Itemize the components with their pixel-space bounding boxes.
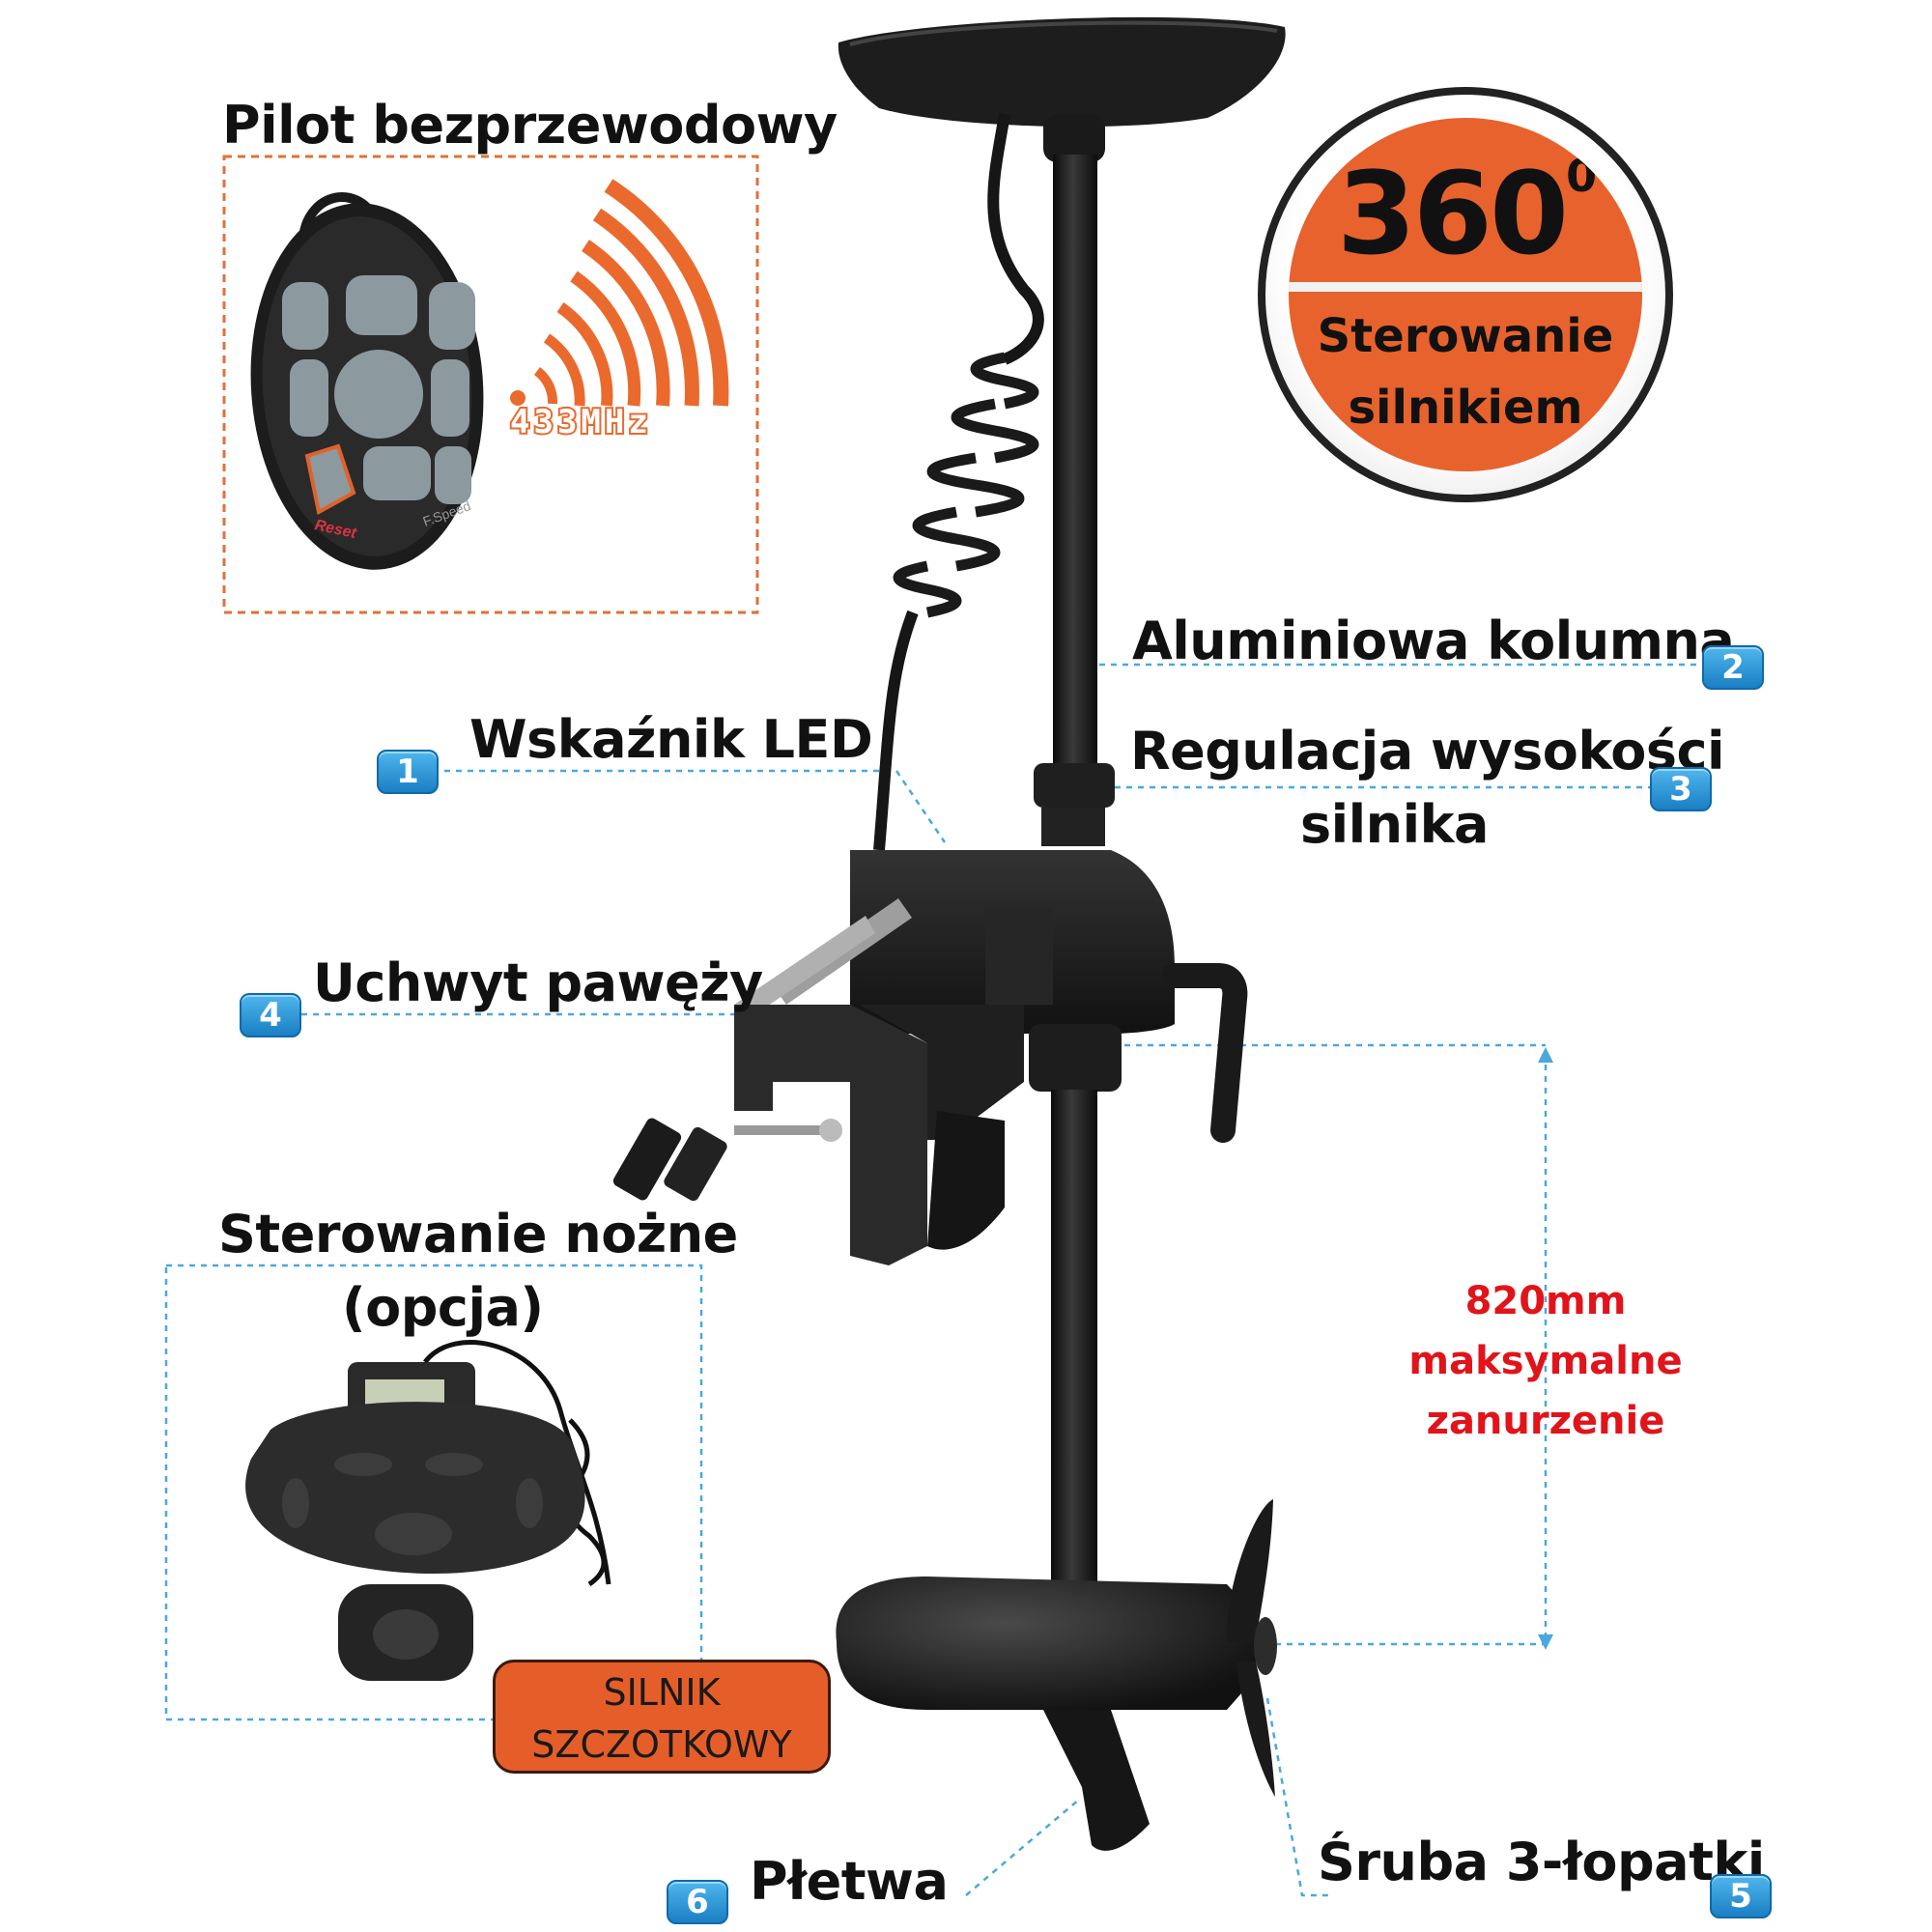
foot-control-label-2: (opcja) bbox=[342, 1277, 544, 1338]
depth-arrow-bottom bbox=[1538, 1634, 1553, 1650]
motor-line-2: SZCZOTKOWY bbox=[531, 1723, 792, 1766]
column-label: Aluminiowa kolumna bbox=[1132, 611, 1735, 671]
depth-line-1: 820mm bbox=[1464, 1279, 1627, 1323]
seal-divider bbox=[1289, 282, 1642, 292]
signal-waves-icon bbox=[510, 179, 729, 407]
height-adjust-label-1: Regulacja wysokości bbox=[1130, 721, 1725, 781]
badge-1: 1 bbox=[377, 750, 439, 794]
frequency-label: 433MHz bbox=[510, 403, 652, 441]
steering-line-1: Sterowanie bbox=[1317, 309, 1614, 363]
degrees-value: 360 bbox=[1336, 147, 1569, 280]
steering-degrees: 3600 bbox=[1289, 147, 1642, 280]
steering-360-seal: 3600 Sterowanie silnikiem bbox=[1258, 87, 1673, 502]
transom-mount-label: Uchwyt pawęży bbox=[313, 952, 763, 1013]
led-indicator-label: Wskaźnik LED bbox=[469, 709, 873, 770]
trolling-motor bbox=[612, 16, 1286, 1851]
badge-2: 2 bbox=[1702, 645, 1764, 690]
fin-label: Płetwa bbox=[750, 1851, 949, 1912]
depth-arrow-top bbox=[1538, 1047, 1553, 1063]
wireless-remote bbox=[250, 192, 484, 570]
depth-line-2: maksymalne bbox=[1408, 1339, 1683, 1383]
remote-title: Pilot bezprzewodowy bbox=[222, 95, 838, 156]
foot-pedal bbox=[245, 1340, 611, 1681]
steering-line-2: silnikiem bbox=[1348, 381, 1583, 435]
badge-5: 5 bbox=[1710, 1874, 1772, 1918]
propeller-label: Śruba 3-łopatki bbox=[1318, 1832, 1765, 1892]
degree-superscript: 0 bbox=[1566, 150, 1597, 202]
badge-4: 4 bbox=[240, 993, 301, 1037]
foot-control-label-1: Sterowanie nożne bbox=[218, 1204, 738, 1264]
badge-3: 3 bbox=[1650, 767, 1712, 811]
remote-frame bbox=[222, 155, 759, 614]
seal-inner: 3600 Sterowanie silnikiem bbox=[1289, 118, 1642, 471]
height-adjust-label-2: silnika bbox=[1300, 794, 1489, 855]
badge-6: 6 bbox=[667, 1880, 728, 1924]
motor-line-1: SILNIK bbox=[603, 1671, 721, 1714]
brushed-motor-callout: SILNIK SZCZOTKOWY bbox=[493, 1660, 831, 1774]
depth-line-3: zanurzenie bbox=[1426, 1399, 1665, 1443]
